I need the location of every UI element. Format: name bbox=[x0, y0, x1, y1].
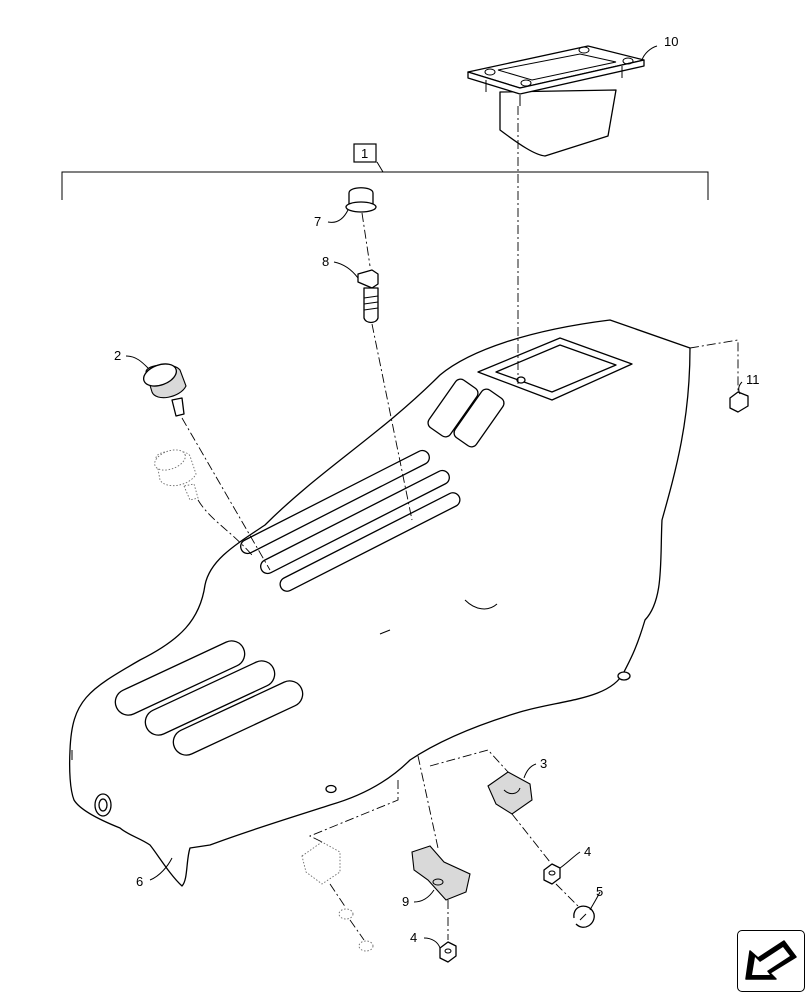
assembly-lines bbox=[181, 106, 739, 941]
ghost-fasteners bbox=[301, 841, 374, 952]
bracket-part bbox=[411, 845, 471, 901]
callout-5: 5 bbox=[596, 884, 603, 899]
console-housing bbox=[68, 319, 691, 887]
assembly-bracket bbox=[61, 143, 709, 200]
knob-part bbox=[143, 363, 199, 501]
clip-part bbox=[487, 771, 533, 815]
small-nut-part bbox=[729, 391, 749, 413]
arrow-left-down-icon bbox=[745, 940, 797, 980]
callout-4b: 4 bbox=[410, 930, 417, 945]
nav-arrow-button[interactable] bbox=[737, 930, 805, 992]
callout-7: 7 bbox=[314, 214, 321, 229]
nut-part-lower bbox=[439, 941, 457, 963]
callout-6: 6 bbox=[136, 874, 143, 889]
nut-part-upper bbox=[543, 863, 561, 885]
retaining-ring-part bbox=[573, 905, 595, 928]
callout-9: 9 bbox=[402, 894, 409, 909]
cap-part bbox=[345, 187, 377, 213]
callout-10: 10 bbox=[664, 34, 678, 49]
callout-2: 2 bbox=[114, 348, 121, 363]
leader-lines bbox=[125, 45, 743, 949]
callout-1: 1 bbox=[361, 146, 368, 161]
bolt-part bbox=[357, 269, 379, 324]
callout-8: 8 bbox=[322, 254, 329, 269]
display-module bbox=[467, 45, 645, 157]
callout-11: 11 bbox=[746, 372, 760, 387]
callout-3: 3 bbox=[540, 756, 547, 771]
callout-4a: 4 bbox=[584, 844, 591, 859]
